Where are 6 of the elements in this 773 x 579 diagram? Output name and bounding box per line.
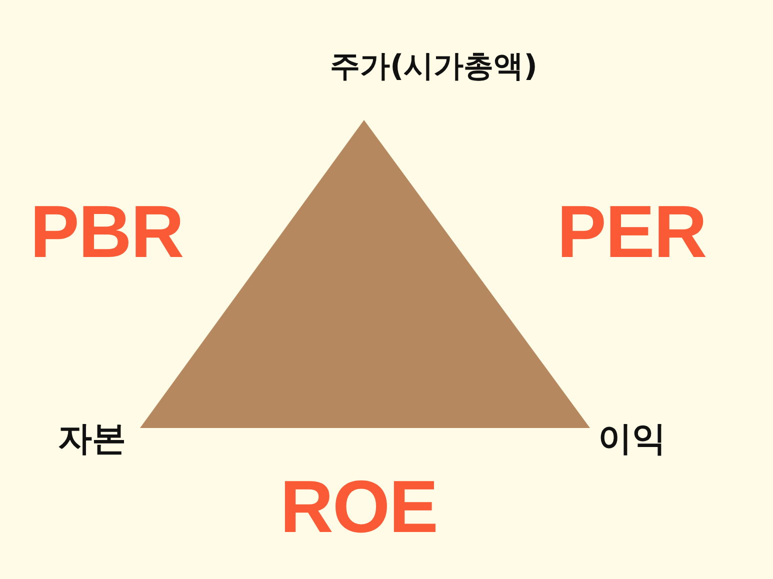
ratio-label: PER <box>557 195 706 269</box>
ratio-label: PBR <box>30 195 184 269</box>
corner-label: 자본 <box>58 422 126 456</box>
apex-label: 주가(시가총액) <box>330 52 538 82</box>
ratio-label: ROE <box>280 470 438 544</box>
corner-label: 이익 <box>598 422 666 456</box>
